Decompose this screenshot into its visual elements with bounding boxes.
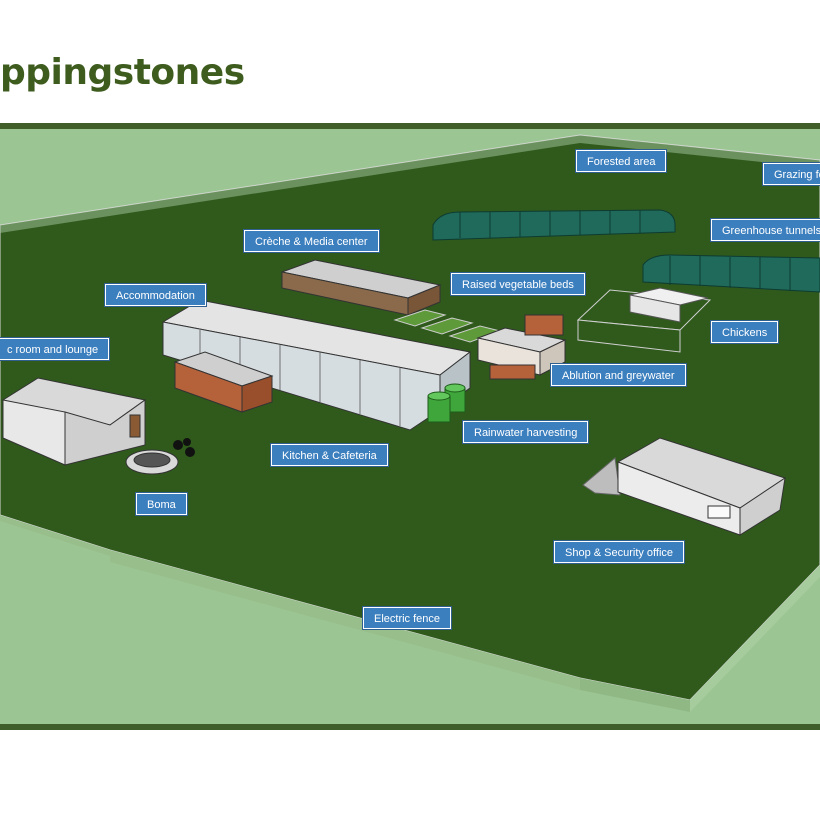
label-grazing: Grazing fo bbox=[763, 163, 820, 185]
annex-building bbox=[173, 351, 274, 413]
greenhouse-tunnel-front bbox=[642, 254, 820, 293]
label-ablution: Ablution and greywater bbox=[551, 364, 686, 386]
label-accommodation: Accommodation bbox=[105, 284, 206, 306]
boma-structure bbox=[125, 438, 195, 475]
label-chickens: Chickens bbox=[711, 321, 779, 343]
label-creche: Crèche & Media center bbox=[244, 230, 379, 252]
page-title: ppingstones bbox=[0, 52, 245, 93]
shop-building bbox=[582, 437, 787, 536]
label-rainwater: Rainwater harvesting bbox=[463, 421, 589, 443]
label-music-room: c room and lounge bbox=[0, 338, 110, 360]
label-raised-beds: Raised vegetable beds bbox=[451, 273, 585, 295]
label-boma: Boma bbox=[136, 493, 187, 515]
rainwater-tanks bbox=[427, 383, 466, 423]
lounge-building bbox=[1, 377, 147, 466]
raised-beds bbox=[393, 309, 502, 343]
label-shop: Shop & Security office bbox=[554, 541, 685, 563]
greenhouse-tunnel-back bbox=[432, 209, 676, 241]
label-greenhouse-tunnels: Greenhouse tunnels bbox=[711, 219, 820, 241]
ablution-building bbox=[476, 314, 567, 380]
creche-building bbox=[280, 259, 442, 316]
label-forested-area: Forested area bbox=[576, 150, 667, 172]
label-electric-fence: Electric fence bbox=[363, 607, 452, 629]
label-kitchen: Kitchen & Cafeteria bbox=[271, 444, 388, 466]
chicken-enclosure bbox=[576, 287, 712, 353]
